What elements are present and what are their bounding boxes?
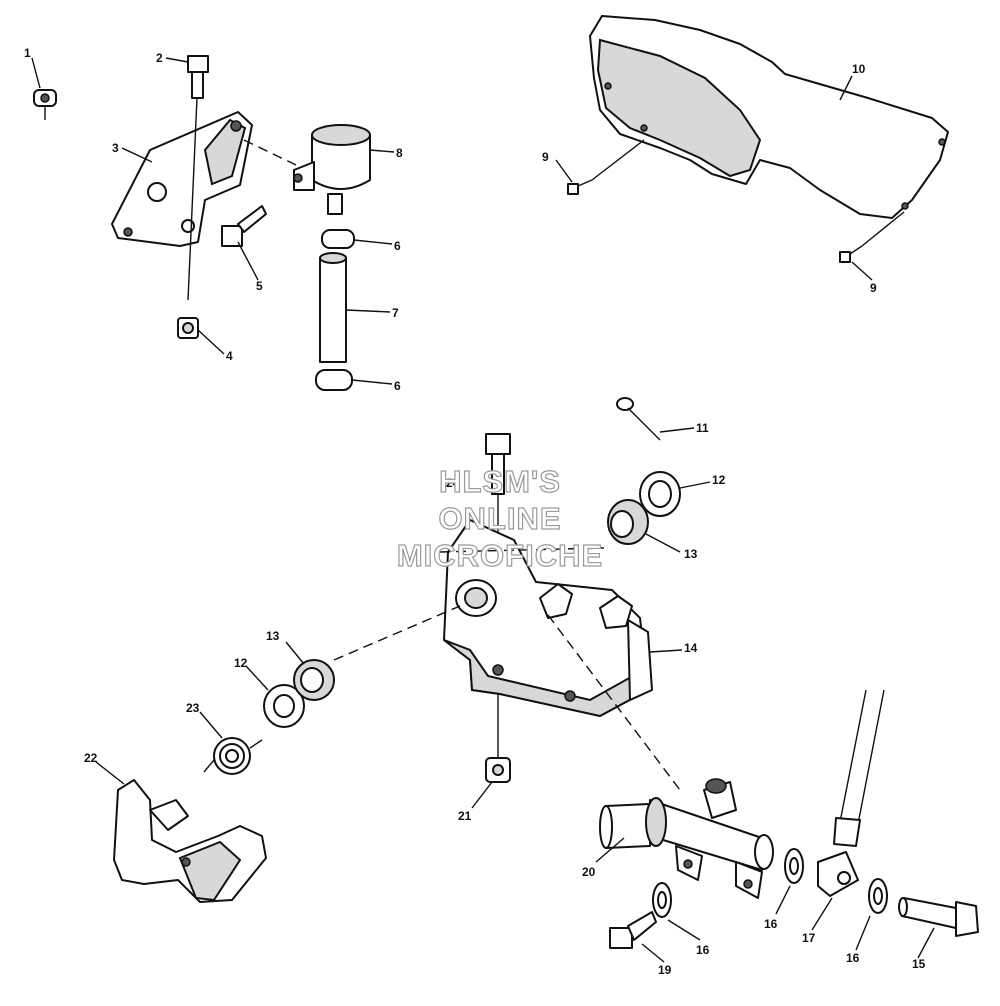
label-14: 14 <box>684 641 698 655</box>
part-6-clamp-lower <box>315 369 353 391</box>
leader-lines <box>31 57 935 963</box>
label-12-left: 12 <box>234 656 248 670</box>
part-16-washer-c <box>868 878 888 914</box>
label-12-right: 12 <box>712 473 726 487</box>
label-6-lower: 6 <box>394 379 401 393</box>
part-5-bolt <box>221 205 267 247</box>
part-12-washer-left <box>263 684 305 728</box>
label-21: 21 <box>458 809 472 823</box>
label-16-b: 16 <box>696 943 710 957</box>
label-8: 8 <box>396 146 403 160</box>
part-7-hose <box>319 252 347 363</box>
part-13-bushing-right <box>439 499 649 553</box>
label-10: 10 <box>852 62 866 76</box>
part-2-bolt <box>187 55 209 99</box>
part-21-nut <box>485 757 511 783</box>
part-16-washer-a <box>784 848 804 884</box>
label-3: 3 <box>112 141 119 155</box>
label-4: 4 <box>226 349 233 363</box>
part-13-bushing-left <box>293 605 461 701</box>
part-3-bracket <box>111 97 253 301</box>
label-17: 17 <box>802 931 816 945</box>
part-20-shaft <box>599 778 774 899</box>
label-20: 20 <box>582 865 596 879</box>
part-12-washer-right <box>639 471 681 517</box>
part-9-screw-right <box>839 211 905 263</box>
callout-labels: 1 2 3 4 5 6 6 7 8 9 9 10 11 12 12 13 13 … <box>24 46 926 977</box>
label-2: 2 <box>156 51 163 65</box>
part-15-bolt <box>898 897 979 937</box>
label-19: 19 <box>658 963 672 977</box>
label-6-upper: 6 <box>394 239 401 253</box>
part-1-clip <box>33 89 57 120</box>
part-8-reservoir <box>243 124 371 215</box>
part-4-nut <box>177 317 199 339</box>
part-19-bolt <box>609 911 657 949</box>
label-9-right: 9 <box>870 281 877 295</box>
watermark: HLSM'S ONLINE MICROFICHE <box>396 463 603 573</box>
label-9-left: 9 <box>542 150 549 164</box>
label-23: 23 <box>186 701 200 715</box>
label-16-c: 16 <box>846 951 860 965</box>
part-23-spring <box>203 737 263 775</box>
label-5: 5 <box>256 279 263 293</box>
part-16-washer-b <box>652 882 672 918</box>
part-6-clamp-upper <box>321 229 355 249</box>
part-17-rod-end <box>817 689 885 897</box>
label-16-a: 16 <box>764 917 778 931</box>
label-15: 15 <box>912 957 926 971</box>
watermark-line-2: ONLINE <box>438 501 561 536</box>
part-22-pedal <box>113 779 267 903</box>
label-11: 11 <box>696 421 709 435</box>
label-22: 22 <box>84 751 98 765</box>
part-9-screw-left <box>567 139 645 195</box>
watermark-line-3: MICROFICHE <box>397 538 603 573</box>
label-7: 7 <box>392 306 399 320</box>
label-1: 1 <box>24 46 31 60</box>
label-13-left: 13 <box>266 629 280 643</box>
part-14-bracket <box>443 519 681 791</box>
label-13-right: 13 <box>684 547 698 561</box>
watermark-line-1: HLSM'S <box>439 464 561 499</box>
label-24: 24 <box>446 476 460 490</box>
part-11-cotter-pin <box>616 397 661 441</box>
part-10-cover <box>589 15 949 219</box>
